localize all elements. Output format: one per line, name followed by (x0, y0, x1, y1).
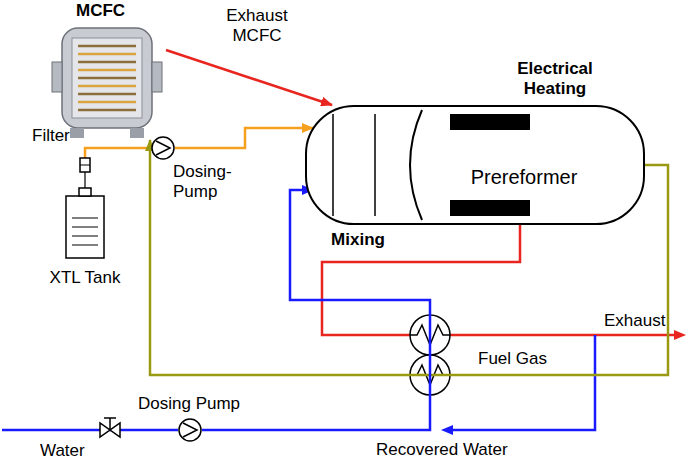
fuel-tank-outline (64, 188, 106, 260)
node-label: Mixing (313, 230, 403, 250)
node-label: Filter (32, 126, 92, 146)
arrow-head (674, 330, 686, 340)
valve-stem (109, 418, 111, 430)
stream-label: Recovered Water (376, 440, 536, 460)
filter: Filter (78, 158, 92, 172)
dosing-pump: Dosing Pump (178, 418, 202, 442)
node-label: Electrical Heating (495, 59, 615, 99)
fuel-tank: XTL Tank (64, 188, 106, 260)
prereformer-outline (410, 110, 638, 220)
fuel-cell-stack: MCFC (48, 22, 166, 140)
exhaust-pipe (450, 334, 676, 337)
heated-vessel: Electrical HeatingMixingPrereformer (305, 105, 645, 225)
flow-line (175, 128, 313, 148)
water-pipe (2, 429, 178, 432)
filter-outline (78, 158, 92, 172)
stream-label: Exhaust (604, 311, 684, 331)
mixing-chamber-outline (313, 110, 403, 220)
stream-label: Water (40, 441, 100, 461)
flow-line (166, 50, 332, 105)
flow-line (84, 172, 86, 188)
node-label: XTL Tank (28, 268, 142, 288)
prereformer: Prereformer (410, 110, 638, 220)
node-label: Prereformer (410, 165, 638, 189)
dosing-pump-outline (178, 418, 202, 442)
node-label: Dosing Pump (138, 394, 268, 414)
mixing-chamber: Mixing (313, 110, 403, 220)
dosing-pump: Dosing-Pump (151, 136, 175, 160)
flow-label: Exhaust MCFC (212, 6, 302, 46)
arrow-head (441, 425, 453, 435)
node-label: Dosing-Pump (173, 162, 245, 202)
valve-stem (104, 417, 116, 419)
dosing-pump-outline (151, 136, 175, 160)
fuel-cell-stack-outline (48, 22, 166, 140)
node-label: MCFC (76, 1, 146, 21)
recovered-water-pipe (452, 335, 595, 430)
flow-line (85, 148, 151, 158)
flow-label: Fuel Gas (478, 349, 568, 369)
